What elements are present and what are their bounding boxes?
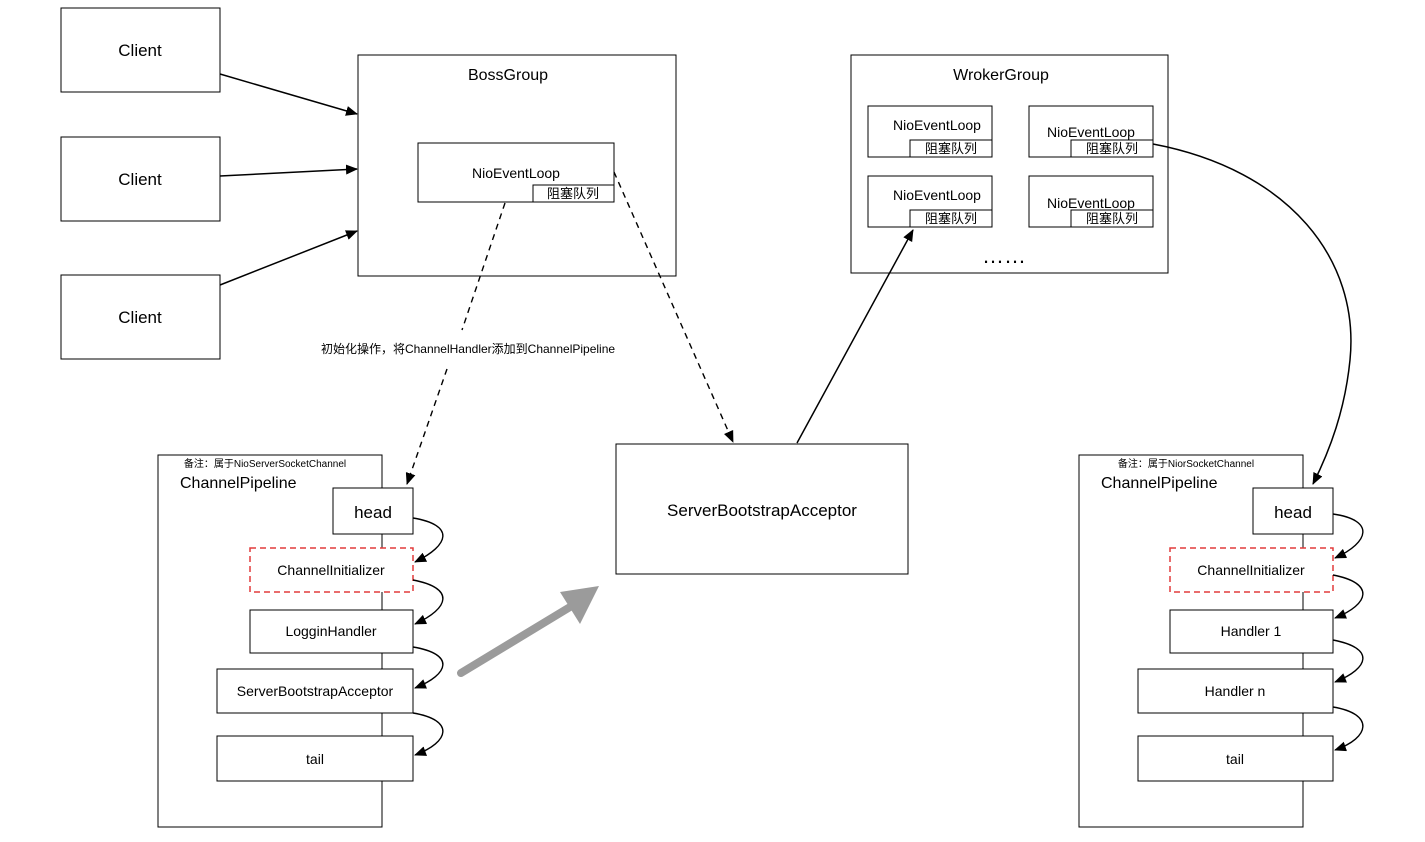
- client-label: Client: [118, 170, 162, 189]
- pipeline-handler-n: Handler n: [1137, 668, 1334, 714]
- boss-group-title: BossGroup: [468, 67, 548, 84]
- flow-arrow: [1332, 706, 1364, 752]
- worker-event-loop-4: NioEventLoop 阻塞队列: [1028, 175, 1154, 228]
- flow-arrow: [412, 579, 444, 625]
- client-to-boss-arrow-3: [219, 230, 358, 286]
- client-box-2: Client: [60, 136, 221, 222]
- worker-to-pipeline-arrow: [1152, 143, 1352, 485]
- pipeline-head: head: [332, 487, 414, 535]
- queue-label: 阻塞队列: [925, 141, 977, 156]
- worker-group-title: WrokerGroup: [953, 67, 1049, 84]
- init-dashed-arrow: [407, 202, 506, 484]
- pipeline-head: head: [1252, 487, 1334, 535]
- event-loop-label: NioEventLoop: [472, 165, 560, 181]
- worker-event-loop-2: NioEventLoop 阻塞队列: [1028, 105, 1154, 158]
- flow-arrow: [1332, 639, 1364, 683]
- pipeline-logging-handler: LogginHandler: [249, 609, 414, 654]
- flow-arrow: [412, 712, 444, 756]
- worker-group-box: WrokerGroup NioEventLoop 阻塞队列 NioEventLo…: [850, 54, 1169, 274]
- client-label: Client: [118, 308, 162, 327]
- event-loop-label: NioEventLoop: [1047, 195, 1135, 211]
- pipeline-handler-1: Handler 1: [1169, 609, 1334, 654]
- left-channel-pipeline: 备注：属于NioServerSocketChannel ChannelPipel…: [157, 454, 444, 828]
- acceptor-to-worker-arrow: [796, 229, 914, 444]
- queue-label: 阻塞队列: [1086, 141, 1138, 156]
- head-label: head: [354, 503, 392, 522]
- head-label: head: [1274, 503, 1312, 522]
- flow-arrow: [1332, 513, 1364, 559]
- client-to-boss-arrow-1: [219, 73, 358, 116]
- right-channel-pipeline: 备注：属于NiorSocketChannel ChannelPipeline h…: [1078, 454, 1364, 828]
- handler-label: Handler n: [1205, 683, 1266, 699]
- pipeline-note: 备注：属于NiorSocketChannel: [1118, 457, 1254, 470]
- flow-arrow: [412, 517, 444, 563]
- client-box-1: Client: [60, 7, 221, 93]
- queue-label: 阻塞队列: [547, 186, 599, 201]
- init-operation-label: 初始化操作，将ChannelHandler添加到ChannelPipeline: [321, 341, 615, 356]
- handler-label: ChannelInitializer: [277, 562, 385, 578]
- registration-big-arrow: [457, 586, 599, 677]
- tail-label: tail: [1226, 751, 1244, 767]
- pipeline-title: ChannelPipeline: [1101, 475, 1218, 492]
- pipeline-title: ChannelPipeline: [180, 475, 297, 492]
- more-loops-ellipsis: ……: [982, 243, 1026, 268]
- worker-event-loop-1: NioEventLoop 阻塞队列: [867, 105, 993, 158]
- flow-arrow: [412, 646, 444, 689]
- pipeline-acceptor-handler: ServerBootstrapAcceptor: [216, 668, 414, 714]
- handler-label: ServerBootstrapAcceptor: [237, 683, 394, 699]
- boss-event-loop: NioEventLoop 阻塞队列: [417, 142, 615, 203]
- pipeline-tail: tail: [1137, 735, 1334, 782]
- boss-group-box: BossGroup NioEventLoop 阻塞队列: [357, 54, 677, 277]
- handler-label: Handler 1: [1221, 623, 1282, 639]
- pipeline-channel-initializer: ChannelInitializer: [249, 547, 414, 593]
- queue-label: 阻塞队列: [925, 211, 977, 226]
- boss-to-acceptor-dashed-arrow: [613, 171, 734, 443]
- worker-event-loop-3: NioEventLoop 阻塞队列: [867, 175, 993, 228]
- queue-label: 阻塞队列: [1086, 211, 1138, 226]
- event-loop-label: NioEventLoop: [1047, 124, 1135, 140]
- client-to-boss-arrow-2: [219, 164, 358, 177]
- client-label: Client: [118, 41, 162, 60]
- pipeline-note: 备注：属于NioServerSocketChannel: [184, 457, 346, 470]
- pipeline-tail: tail: [216, 735, 414, 782]
- acceptor-box: ServerBootstrapAcceptor: [615, 443, 909, 575]
- tail-label: tail: [306, 751, 324, 767]
- event-loop-label: NioEventLoop: [893, 187, 981, 203]
- event-loop-label: NioEventLoop: [893, 117, 981, 133]
- handler-label: ChannelInitializer: [1197, 562, 1305, 578]
- client-box-3: Client: [60, 274, 221, 360]
- pipeline-channel-initializer: ChannelInitializer: [1169, 547, 1334, 593]
- handler-label: LogginHandler: [285, 623, 376, 639]
- acceptor-label: ServerBootstrapAcceptor: [667, 501, 857, 520]
- flow-arrow: [1332, 574, 1364, 619]
